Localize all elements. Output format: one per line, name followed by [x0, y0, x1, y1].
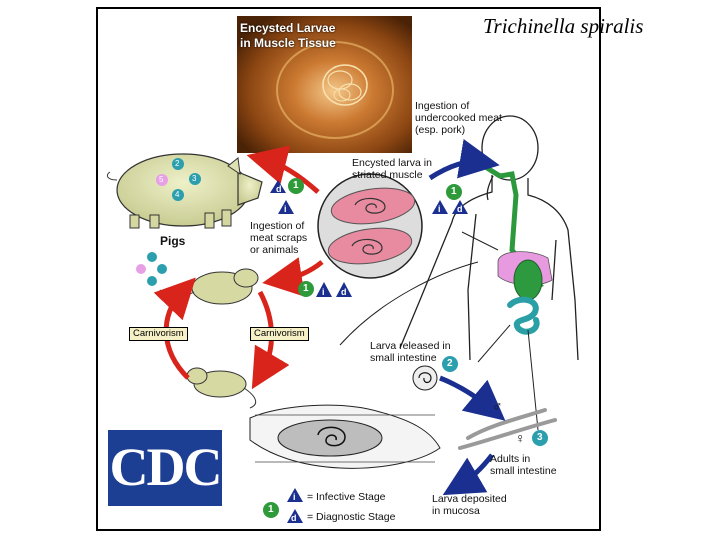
badge-d-symbol: d: [276, 184, 282, 194]
arrow-muscle-to-pig: [246, 145, 320, 194]
arrow-larva-to-adults: [439, 375, 506, 421]
pointer-line-lower: [339, 261, 479, 346]
encysted-larvae-photo: [237, 16, 412, 153]
adult-worms: [458, 408, 557, 450]
cdc-logo: CDC: [108, 430, 223, 506]
arrow-muscle-to-human: [428, 138, 500, 181]
photo-label-line2: in Muscle Tissue: [240, 36, 336, 50]
released-larva: [412, 365, 438, 391]
arrow-adults-to-mucosa: [442, 453, 494, 496]
badge-step-2: 2: [447, 358, 453, 369]
badge-d-symbol-human: d: [457, 204, 463, 214]
label-ingestion-animal: Ingestion of meat scraps or animals: [250, 220, 308, 256]
label-pigs: Pigs: [160, 234, 186, 248]
male-symbol: ♂: [492, 398, 503, 414]
mucosa-tissue-drawing: [249, 404, 441, 469]
label-adults: Adults in small intestine: [490, 453, 557, 477]
badge-step-1-rat: 1: [303, 283, 309, 294]
badge-i-symbol-rat: i: [322, 287, 325, 297]
pig-mini-cycle: [156, 158, 201, 201]
photo-label: Encysted Larvae in Muscle Tissue: [240, 21, 336, 51]
female-symbol: ♀: [515, 430, 526, 446]
pig-cycle-4: 4: [175, 190, 180, 199]
diagram-title: Trichinella spiralis: [483, 14, 644, 38]
badge-i-symbol: i: [284, 204, 287, 214]
badge-step-1-human: 1: [451, 186, 457, 197]
rat-icon-bottom: [186, 367, 257, 409]
human-figure: [399, 115, 579, 361]
pig-cycle-5: 5: [159, 175, 164, 184]
label-larva-deposited: Larva deposited in mucosa: [432, 493, 507, 517]
label-larva-released: Larva released in small intestine: [370, 340, 451, 364]
pig-icon: [106, 153, 263, 229]
legend-infective: = Infective Stage: [307, 491, 386, 503]
label-carnivorism-right: Carnivorism: [250, 327, 309, 341]
arrow-muscle-to-rat: [262, 257, 324, 297]
label-encysted-larva: Encysted larva in striated muscle: [352, 157, 432, 181]
photo-label-line1: Encysted Larvae: [240, 21, 336, 35]
label-carnivorism-left: Carnivorism: [129, 327, 188, 341]
legend-diagnostic: = Diagnostic Stage: [307, 511, 396, 523]
stage-badges: [263, 178, 548, 523]
cdc-logo-text: CDC: [109, 437, 223, 497]
legend-i-symbol: i: [293, 492, 296, 502]
pig-cycle-3: 3: [192, 174, 197, 183]
pointer-line-intestine: [477, 324, 511, 363]
legend-step-1: 1: [268, 504, 274, 515]
pig-cycle-2: 2: [175, 159, 180, 168]
legend-d-symbol: d: [291, 513, 297, 523]
pointer-line: [461, 231, 499, 251]
pig-mini-cycle-rat: [136, 252, 167, 286]
badge-d-symbol-rat: d: [341, 287, 347, 297]
label-ingestion-human: Ingestion of undercooked meat (esp. pork…: [415, 100, 502, 136]
badge-step-1: 1: [293, 180, 299, 191]
muscle-section: [317, 173, 423, 279]
intestine-icon: [507, 296, 540, 335]
badge-step-3: 3: [537, 432, 543, 443]
badge-i-symbol-human: i: [438, 204, 441, 214]
stomach-icon: [513, 259, 543, 301]
